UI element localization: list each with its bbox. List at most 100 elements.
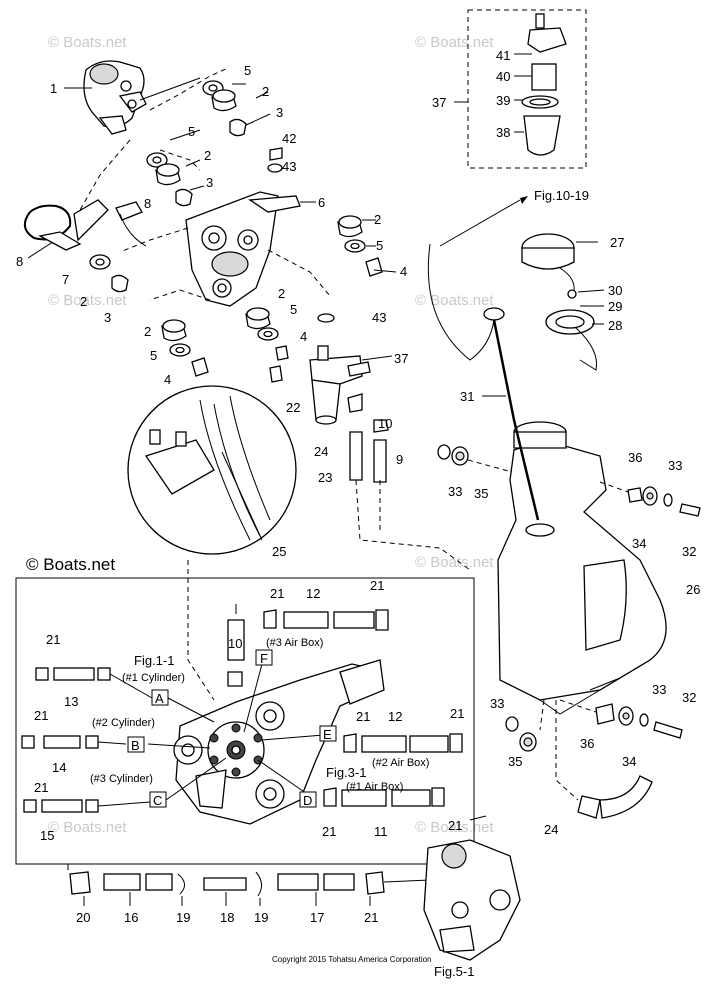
- callout-2: 2: [204, 148, 211, 163]
- callout-35: 35: [474, 486, 488, 501]
- callout-21: 21: [270, 586, 284, 601]
- callout-2: 2: [374, 212, 381, 227]
- callout-13: 13: [64, 694, 78, 709]
- callout-20: 20: [76, 910, 90, 925]
- callout-1: 1: [50, 81, 57, 96]
- callout-33: 33: [448, 484, 462, 499]
- callout-3: 3: [104, 310, 111, 325]
- watermark: © Boats.net: [415, 292, 494, 309]
- pump-cluster-part: [423, 815, 521, 961]
- fig-3-1-ref: Fig.3-1: [326, 765, 366, 780]
- callout-21: 21: [450, 706, 464, 721]
- watermark: © Boats.net: [48, 34, 127, 51]
- letter-d: D: [303, 793, 312, 808]
- callout-23: 23: [318, 470, 332, 485]
- callout-2: 2: [278, 286, 285, 301]
- callout-33: 33: [652, 682, 666, 697]
- callout-32: 32: [682, 690, 696, 705]
- bracket-part: [119, 191, 331, 307]
- callout-5: 5: [376, 238, 383, 253]
- copyright-text: Copyright 2015 Tohatsu America Corporati…: [272, 955, 432, 964]
- letter-box-e: [319, 725, 337, 742]
- callout-21: 21: [448, 818, 462, 833]
- callout-21: 21: [370, 578, 384, 593]
- fuel-filter-part: [309, 345, 471, 571]
- callout-12: 12: [388, 709, 402, 724]
- fig-1-1-ref: Fig.1-1: [134, 653, 174, 668]
- callout-21: 21: [46, 632, 60, 647]
- bottom-hose-parts: [67, 864, 431, 906]
- callout-15: 15: [40, 828, 54, 843]
- callout-21: 21: [364, 910, 378, 925]
- filter-assembly-box: [454, 9, 587, 169]
- air-box-1-note: (#1 Air Box): [346, 781, 403, 793]
- callout-43: 43: [282, 159, 296, 174]
- callout-4: 4: [164, 372, 171, 387]
- callout-10: 10: [378, 416, 392, 431]
- callout-5: 5: [244, 63, 251, 78]
- watermark: © Boats.net: [48, 292, 127, 309]
- callout-24: 24: [314, 444, 328, 459]
- cylinder-1-note: (#1 Cylinder): [122, 672, 185, 684]
- callout-7: 7: [62, 272, 69, 287]
- callout-42: 42: [282, 131, 296, 146]
- callout-10: 10: [228, 636, 242, 651]
- letter-a: A: [155, 691, 164, 706]
- callout-2: 2: [144, 324, 151, 339]
- callout-29: 29: [608, 299, 622, 314]
- callout-numbers: 1 5 2 3 5 2 3 42 43 8 6 8 7 2 3 2 5 4 2 …: [16, 48, 700, 979]
- callout-3: 3: [206, 175, 213, 190]
- callout-30: 30: [608, 283, 622, 298]
- callout-21: 21: [322, 824, 336, 839]
- callout-37: 37: [432, 95, 446, 110]
- letter-box-b: [127, 736, 145, 753]
- callout-38: 38: [496, 125, 510, 140]
- callout-16: 16: [124, 910, 138, 925]
- callout-25: 25: [272, 544, 286, 559]
- leader-lines: [27, 67, 271, 259]
- callout-5: 5: [150, 348, 157, 363]
- callout-37: 37: [394, 351, 408, 366]
- callout-28: 28: [608, 318, 622, 333]
- callout-21: 21: [34, 708, 48, 723]
- callout-36: 36: [628, 450, 642, 465]
- leader-line: [187, 560, 215, 701]
- callout-36: 36: [580, 736, 594, 751]
- detail-circle: [127, 385, 297, 555]
- inset-watermark-label: © Boats.net: [26, 555, 115, 574]
- callout-21: 21: [356, 709, 370, 724]
- watermark: © Boats.net: [415, 34, 494, 51]
- callout-11: 11: [374, 824, 388, 839]
- letter-c: C: [153, 793, 162, 808]
- watermark: © Boats.net: [415, 554, 494, 571]
- callout-2: 2: [262, 84, 269, 99]
- grommets: [89, 215, 397, 383]
- callout-43: 43: [372, 310, 386, 325]
- callout-22: 22: [286, 400, 300, 415]
- callout-5: 5: [188, 124, 195, 139]
- letter-b: B: [131, 738, 140, 753]
- letter-box-d: [299, 791, 317, 808]
- callout-32: 32: [682, 544, 696, 559]
- fig-5-1-ref: Fig.5-1: [434, 964, 474, 979]
- callout-6: 6: [318, 195, 325, 210]
- air-box-2-note: (#2 Air Box): [372, 757, 429, 769]
- callout-17: 17: [310, 910, 324, 925]
- fuel-pump-part: [83, 60, 147, 135]
- callout-9: 9: [396, 452, 403, 467]
- callout-8: 8: [16, 254, 23, 269]
- grommets: [146, 80, 283, 207]
- watermark: © Boats.net: [415, 819, 494, 836]
- letter-e: E: [323, 727, 332, 742]
- air-box-3-note: (#3 Air Box): [266, 637, 323, 649]
- callout-33: 33: [668, 458, 682, 473]
- callout-12: 12: [306, 586, 320, 601]
- dipstick-part: [427, 196, 540, 521]
- letter-box-c: [149, 791, 167, 808]
- callout-5: 5: [290, 302, 297, 317]
- callout-4: 4: [300, 329, 307, 344]
- callout-27: 27: [610, 235, 624, 250]
- cap-part: [521, 233, 605, 371]
- cylinder-3-note: (#3 Cylinder): [90, 773, 153, 785]
